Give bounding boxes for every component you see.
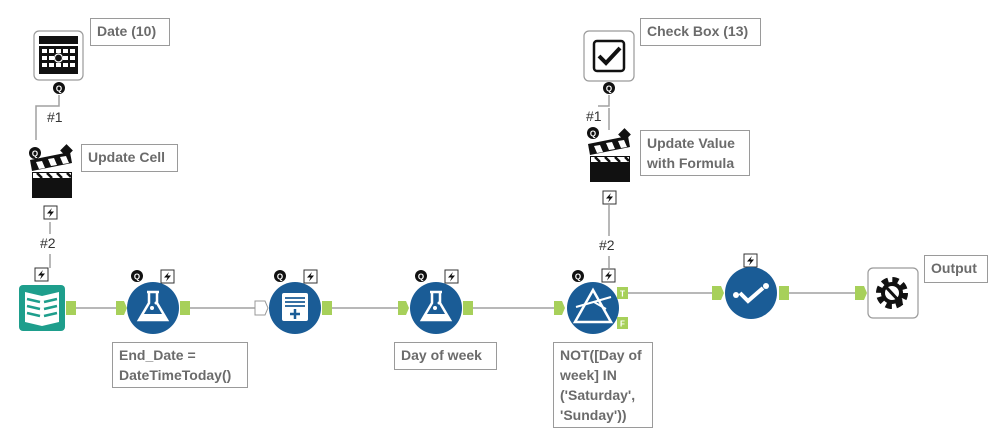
book-icon bbox=[25, 292, 59, 326]
annotation-date: Date (10) bbox=[90, 18, 170, 46]
annotation-update-value: Update Value with Formula bbox=[640, 130, 750, 176]
svg-text:Q: Q bbox=[277, 273, 283, 282]
connection-checkbox-to-update-value bbox=[598, 95, 610, 130]
gear-icon bbox=[876, 277, 908, 309]
connection-label-left-2: #2 bbox=[40, 235, 56, 251]
update-cell-event-badge[interactable] bbox=[43, 205, 58, 220]
flask-icon bbox=[419, 290, 453, 322]
formula1-tool[interactable]: Q bbox=[116, 269, 190, 334]
annotation-check-box: Check Box (13) bbox=[640, 18, 761, 46]
date-question-badge[interactable]: Q bbox=[53, 82, 65, 94]
input-event-badge[interactable] bbox=[34, 267, 49, 282]
connection-date-to-update-cell bbox=[35, 95, 60, 140]
date-tool[interactable] bbox=[33, 30, 84, 81]
update-cell-tool[interactable]: Q bbox=[29, 144, 73, 198]
svg-text:Q: Q bbox=[32, 150, 38, 159]
filter-true-anchor[interactable]: T bbox=[617, 287, 628, 299]
select-list-icon bbox=[282, 293, 308, 321]
connection-label-left-1: #1 bbox=[47, 109, 63, 125]
annotation-formula1: End_Date = DateTimeToday() bbox=[112, 342, 248, 388]
filter-tool[interactable]: Q bbox=[554, 268, 619, 334]
connections bbox=[35, 95, 858, 309]
svg-text:Q: Q bbox=[134, 273, 140, 282]
svg-text:Q: Q bbox=[606, 85, 612, 94]
svg-text:T: T bbox=[620, 290, 625, 299]
connection-label-right-2: #2 bbox=[599, 237, 615, 253]
update-value-tool[interactable]: Q bbox=[587, 127, 631, 182]
check-box-tool[interactable] bbox=[583, 30, 635, 82]
svg-text:Q: Q bbox=[418, 273, 424, 282]
output-tool[interactable] bbox=[855, 267, 919, 319]
checkmark-icon bbox=[733, 283, 769, 304]
connection-label-right-1: #1 bbox=[586, 108, 602, 124]
svg-text:Q: Q bbox=[575, 273, 581, 282]
annotation-formula2: Day of week bbox=[394, 342, 497, 370]
check-box-question-badge[interactable]: Q bbox=[603, 82, 615, 94]
formula2-tool[interactable]: Q bbox=[398, 269, 473, 334]
svg-text:Q: Q bbox=[56, 85, 62, 94]
clapperboard-icon bbox=[30, 152, 72, 198]
test-tool[interactable] bbox=[712, 253, 789, 319]
update-value-event-badge[interactable] bbox=[602, 190, 617, 205]
select-tool[interactable]: Q bbox=[254, 269, 332, 334]
annotation-update-cell: Update Cell bbox=[81, 144, 178, 172]
filter-prism-icon bbox=[572, 287, 614, 324]
input-data-tool[interactable] bbox=[19, 285, 76, 331]
svg-text:F: F bbox=[620, 320, 625, 329]
annotation-output: Output bbox=[924, 255, 988, 283]
annotation-filter: NOT([Day of week] IN ('Saturday', 'Sunda… bbox=[553, 342, 653, 428]
filter-false-anchor[interactable]: F bbox=[617, 317, 628, 329]
svg-text:Q: Q bbox=[590, 130, 596, 139]
clapperboard-icon bbox=[588, 136, 630, 182]
flask-icon bbox=[136, 290, 170, 322]
